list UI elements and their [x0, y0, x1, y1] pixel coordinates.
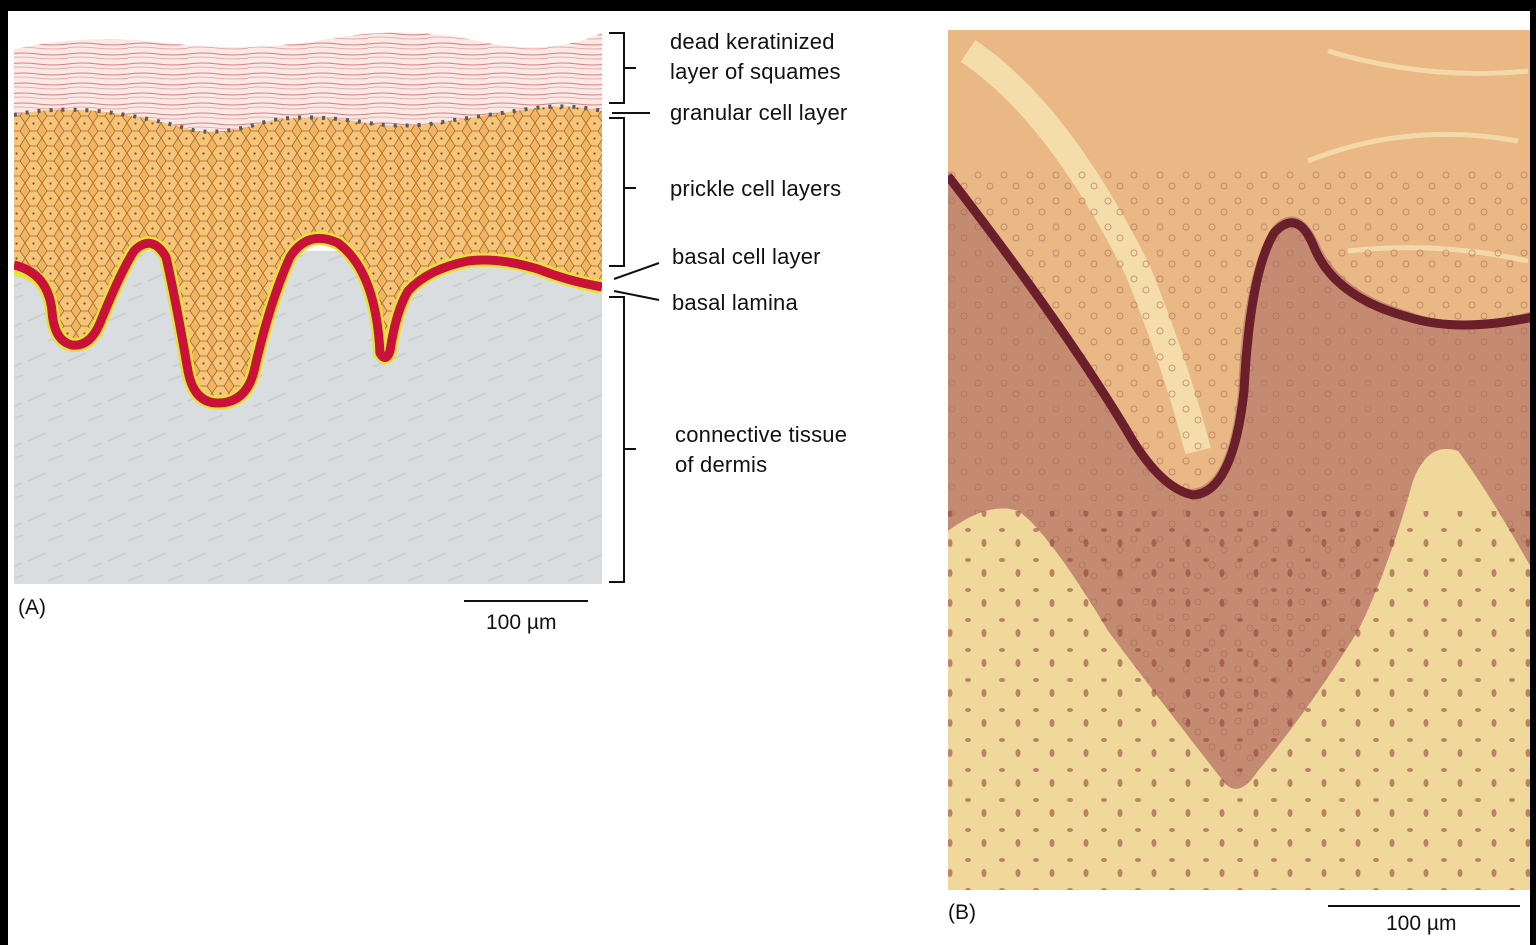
panel-a-tag: (A) — [18, 596, 46, 620]
label-prickle-cell-layers: prickle cell layers — [670, 174, 841, 204]
scale-bar-label-b: 100 µm — [1386, 912, 1456, 936]
epidermis-diagram — [14, 32, 602, 584]
label-granular-cell-layer: granular cell layer — [670, 98, 847, 128]
label-basal-cell-layer: basal cell layer — [672, 242, 821, 272]
scale-bar-label-a: 100 µm — [486, 611, 556, 635]
bracket-prickle — [609, 118, 636, 266]
bracket-connective — [609, 297, 636, 582]
figure-frame: dead keratinized layer of squames granul… — [8, 11, 1530, 945]
bracket-dead-layer — [609, 33, 636, 103]
label-dead-keratinized-layer: dead keratinized layer of squames — [670, 27, 841, 87]
panel-b-tag: (B) — [948, 901, 976, 925]
label-connective-tissue: connective tissue of dermis — [675, 420, 847, 480]
pointer-basal-lamina — [614, 291, 659, 300]
micrograph — [948, 30, 1530, 891]
micrograph-dermis-nuclei — [948, 511, 1530, 891]
label-brackets — [609, 33, 659, 582]
label-basal-lamina: basal lamina — [672, 288, 798, 318]
